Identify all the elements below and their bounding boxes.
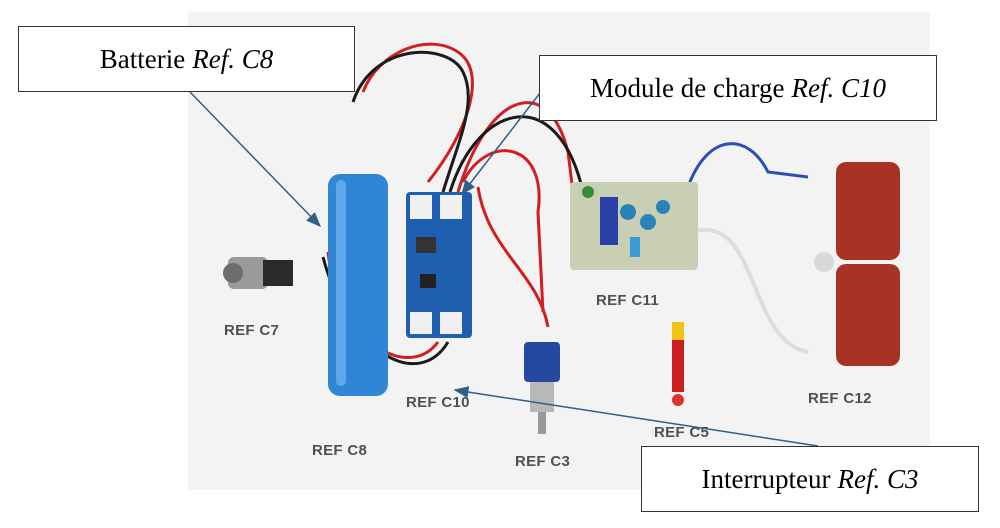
ref-label-c10: REF C10 bbox=[406, 394, 470, 411]
ref-label-c3: REF C3 bbox=[515, 453, 571, 470]
ref-label-c7: REF C7 bbox=[224, 322, 280, 339]
charge-module bbox=[406, 192, 472, 338]
black-wire bbox=[351, 50, 470, 193]
callout-switch-name: Interrupteur bbox=[701, 463, 831, 494]
callout-battery-ref: Ref. C8 bbox=[192, 43, 274, 74]
ref-label-c11: REF C11 bbox=[596, 292, 659, 309]
callout-module-name: Module de charge bbox=[590, 72, 785, 103]
ref-label-c12: REF C12 bbox=[808, 390, 872, 407]
ref-label-c8: REF C8 bbox=[312, 442, 368, 459]
red-wire-4 bbox=[476, 186, 550, 328]
callout-module-ref: Ref. C10 bbox=[791, 72, 886, 103]
ref-label-c5: REF C5 bbox=[654, 424, 710, 441]
capacitor bbox=[836, 162, 900, 260]
callout-switch-ref: Ref. C3 bbox=[837, 463, 919, 494]
callout-battery-name: Batterie bbox=[99, 43, 186, 74]
blue-wire bbox=[686, 142, 809, 188]
white-wire bbox=[692, 227, 809, 354]
led bbox=[672, 332, 684, 392]
toggle-switch bbox=[524, 342, 560, 382]
